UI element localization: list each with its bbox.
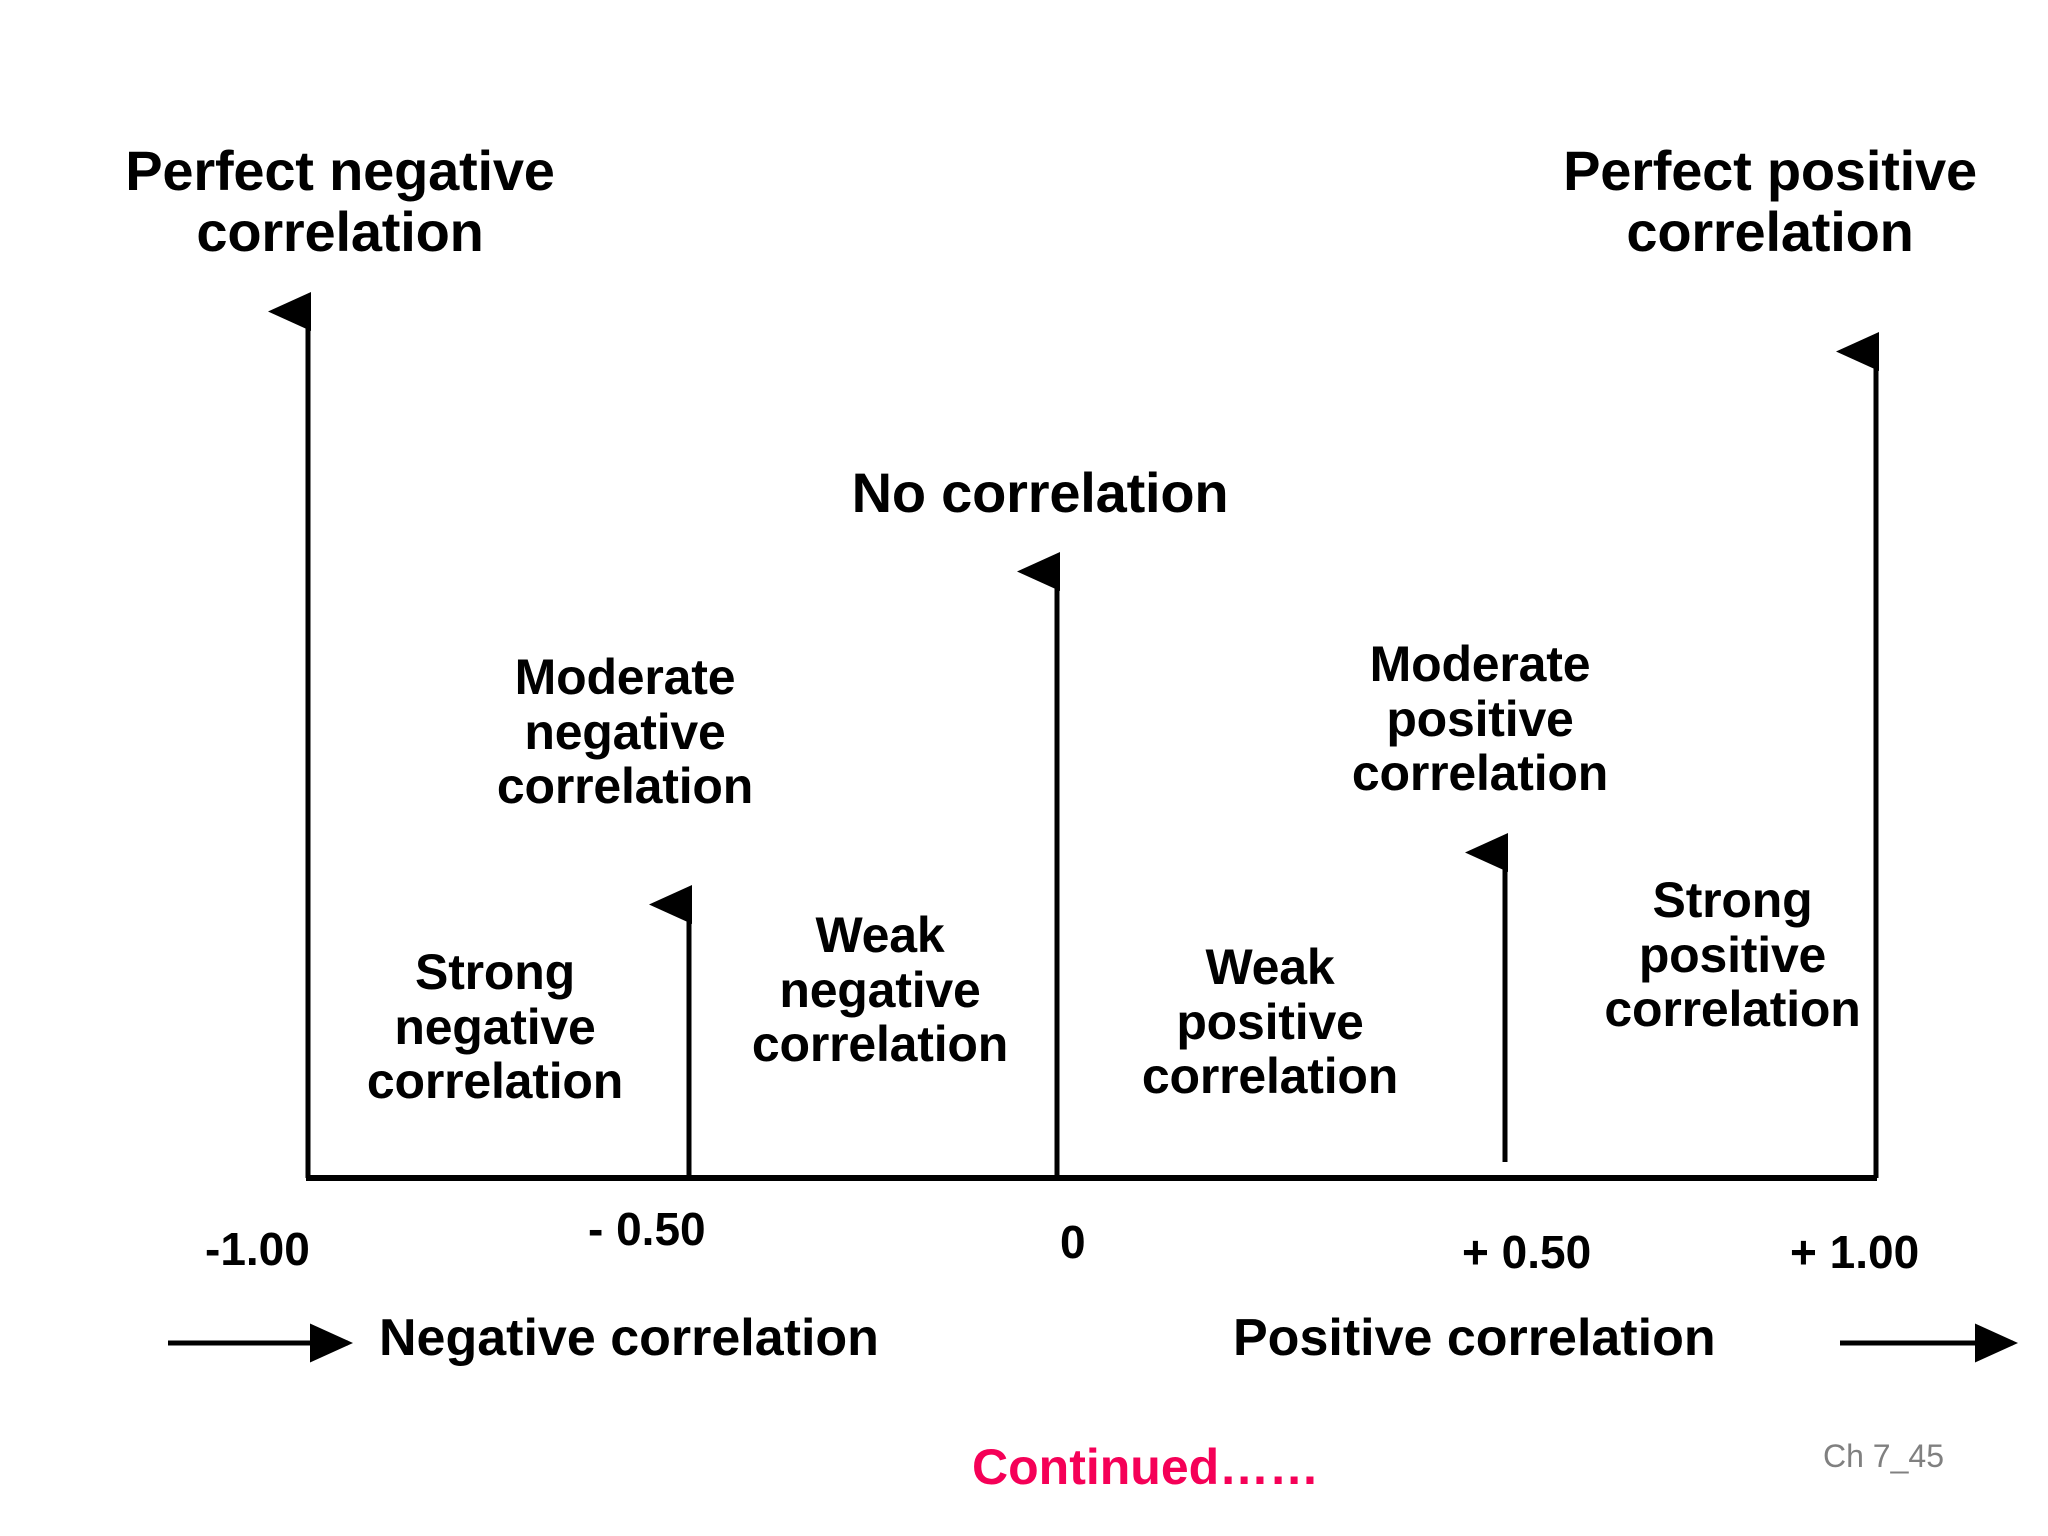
label-weak-negative-correlation: Weak negative correlation bbox=[751, 907, 1009, 1072]
label-strong-negative-correlation: Strong negative correlation bbox=[366, 944, 624, 1109]
axis-tick-zero: 0 bbox=[1060, 1216, 1086, 1268]
label-weak-positive-correlation: Weak positive correlation bbox=[1141, 939, 1399, 1104]
axis-tick-plus-0-5: + 0.50 bbox=[1462, 1226, 1592, 1278]
caption-positive-correlation: Positive correlation bbox=[1233, 1309, 1716, 1367]
axis-tick-minus-0-5: - 0.50 bbox=[588, 1203, 706, 1255]
caption-negative-correlation: Negative correlation bbox=[379, 1309, 879, 1367]
label-perfect-positive-correlation: Perfect positive correlation bbox=[1563, 139, 1977, 264]
footer-continued-text: Continued…… bbox=[972, 1439, 1320, 1495]
label-strong-positive-correlation: Strong positive correlation bbox=[1604, 872, 1861, 1037]
axis-tick-plus-1: + 1.00 bbox=[1790, 1226, 1920, 1278]
axis-tick-minus-1: -1.00 bbox=[205, 1223, 310, 1275]
label-perfect-negative-correlation: Perfect negative correlation bbox=[125, 139, 555, 264]
label-no-correlation: No correlation bbox=[851, 461, 1229, 524]
footer-chapter-number: Ch 7_45 bbox=[1823, 1438, 1944, 1474]
label-moderate-positive-correlation: Moderate positive correlation bbox=[1351, 636, 1609, 801]
label-moderate-negative-correlation: Moderate negative correlation bbox=[496, 649, 754, 814]
